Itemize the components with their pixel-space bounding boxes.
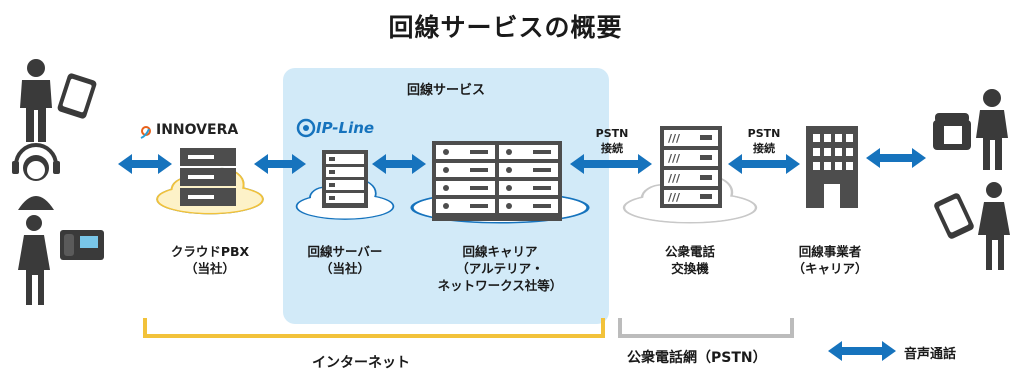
cloud-pbx-server-icon — [180, 148, 236, 206]
legend-voice-call-label: 音声通話 — [904, 347, 957, 362]
arrow-exchange-to-operator — [728, 154, 800, 174]
exchange-switch-icon: /// /// /// /// — [660, 126, 722, 208]
innovera-logo-icon — [140, 126, 151, 139]
line-carrier-label: 回線キャリア （アルテリア・ ネットワークス社等） — [437, 244, 563, 293]
operator-label: 回線事業者 （キャリア） — [792, 244, 868, 276]
arrow-pbx-to-line-server — [254, 154, 306, 174]
headset-operator-icon — [12, 143, 60, 210]
arrow-operator-to-right-people — [866, 148, 926, 168]
office-phone-icon — [933, 113, 971, 150]
ipline-logo-text: IP-Line — [316, 119, 375, 137]
smartphone-right-icon — [934, 193, 974, 239]
internet-bracket-label: インターネット — [312, 355, 410, 371]
ipline-logo-icon — [296, 118, 316, 138]
panel-title: 回線サービス — [406, 83, 485, 98]
exchange-label: 公衆電話 交換機 — [664, 244, 715, 276]
pstn-bracket — [618, 318, 794, 338]
business-man-right-icon — [976, 89, 1008, 170]
office-building-icon — [806, 126, 858, 208]
cloud-pbx-label: クラウドPBX （当社） — [170, 244, 250, 276]
svg-text:///: /// — [668, 132, 681, 145]
line-server-icon — [322, 150, 368, 208]
pstn-connection-label-1: PSTN 接続 — [595, 127, 629, 155]
pstn-bracket-label: 公衆電話網（PSTN） — [627, 350, 767, 366]
arrow-left-people-to-pbx — [118, 154, 172, 174]
legend-arrow-icon — [828, 341, 896, 361]
innovera-logo-text: INNOVERA — [156, 122, 239, 138]
woman-right-icon — [978, 182, 1010, 270]
page-title: 回線サービスの概要 — [388, 13, 623, 42]
pstn-connection-label-2: PSTN 接続 — [747, 127, 781, 155]
smartphone-icon — [57, 73, 97, 119]
svg-text:///: /// — [668, 172, 681, 185]
line-carrier-rack-icon — [432, 141, 562, 221]
business-man-icon — [20, 59, 52, 142]
woman-with-phone-icon — [18, 215, 104, 305]
arrow-line-server-to-carrier — [372, 154, 426, 174]
internet-bracket — [143, 318, 605, 338]
svg-text:///: /// — [668, 191, 681, 204]
arrow-carrier-to-exchange — [570, 154, 652, 174]
line-server-label: 回線サーバー （当社） — [307, 244, 383, 276]
svg-text:///: /// — [668, 152, 681, 165]
